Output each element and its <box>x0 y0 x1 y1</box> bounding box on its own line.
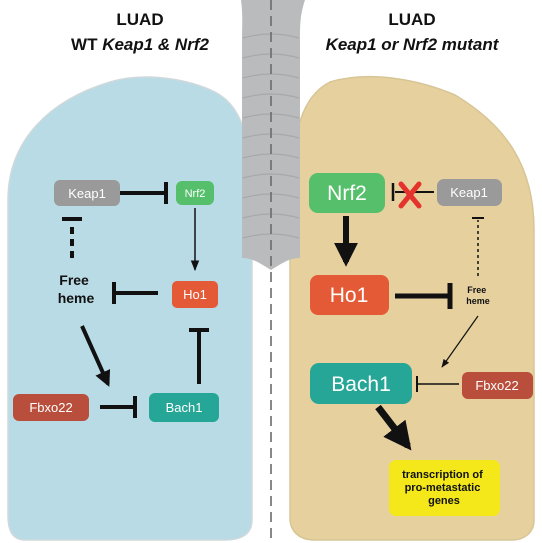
left-node-keap1-label: Keap1 <box>68 186 106 201</box>
right-heme-activates-fbxo22 <box>441 315 479 368</box>
right-free-heme-line1: Free <box>467 285 486 295</box>
right-node-bach1-label: Bach1 <box>331 373 391 396</box>
right-output-line2: pro-metastatic <box>405 482 481 494</box>
right-node-keap1: Keap1 <box>437 179 502 206</box>
right-node-ho1-label: Ho1 <box>330 284 369 307</box>
right-node-fbxo22: Fbxo22 <box>462 372 533 399</box>
right-free-heme-line2: heme <box>466 296 490 306</box>
left-node-nrf2: Nrf2 <box>176 181 214 205</box>
right-node-output: transcription of pro-metastatic genes <box>389 460 500 516</box>
left-title-line1: LUAD <box>116 10 163 29</box>
right-output-line3: genes <box>428 495 460 507</box>
right-node-keap1-label: Keap1 <box>450 185 488 200</box>
right-edges <box>334 183 484 451</box>
right-bach1-to-output <box>375 404 412 451</box>
left-node-bach1-label: Bach1 <box>166 400 203 415</box>
right-node-ho1: Ho1 <box>310 275 389 315</box>
left-node-bach1: Bach1 <box>149 393 219 422</box>
left-title-genes: Keap1 & Nrf2 <box>102 35 209 54</box>
right-title-line1: LUAD <box>388 10 435 29</box>
left-heme-activates-fbxo22 <box>80 325 111 387</box>
right-title-line2: Keap1 or Nrf2 mutant <box>326 35 500 54</box>
left-title-prefix: WT <box>71 35 102 54</box>
right-node-fbxo22-label: Fbxo22 <box>475 378 518 393</box>
right-node-bach1: Bach1 <box>310 363 412 404</box>
left-node-fbxo22: Fbxo22 <box>13 394 89 421</box>
left-node-keap1: Keap1 <box>54 180 120 206</box>
left-lung-shape <box>7 76 253 541</box>
left-edges <box>62 182 209 418</box>
left-free-heme-line2: heme <box>58 290 95 306</box>
right-node-free-heme: Free heme <box>466 285 490 306</box>
left-node-free-heme: Free heme <box>58 272 95 306</box>
left-node-ho1-label: Ho1 <box>183 287 207 302</box>
left-title-line2: WT Keap1 & Nrf2 <box>71 35 209 54</box>
right-node-nrf2-label: Nrf2 <box>327 182 367 205</box>
left-free-heme-line1: Free <box>59 272 89 288</box>
left-node-nrf2-label: Nrf2 <box>185 188 206 200</box>
cross-mark-icon <box>398 181 422 209</box>
right-node-nrf2: Nrf2 <box>309 173 385 213</box>
trachea-shape <box>241 0 305 270</box>
right-output-text: transcription of pro-metastatic genes <box>402 469 486 507</box>
left-node-ho1: Ho1 <box>172 281 218 308</box>
left-node-fbxo22-label: Fbxo22 <box>29 400 72 415</box>
right-output-line1: transcription of <box>402 469 483 481</box>
